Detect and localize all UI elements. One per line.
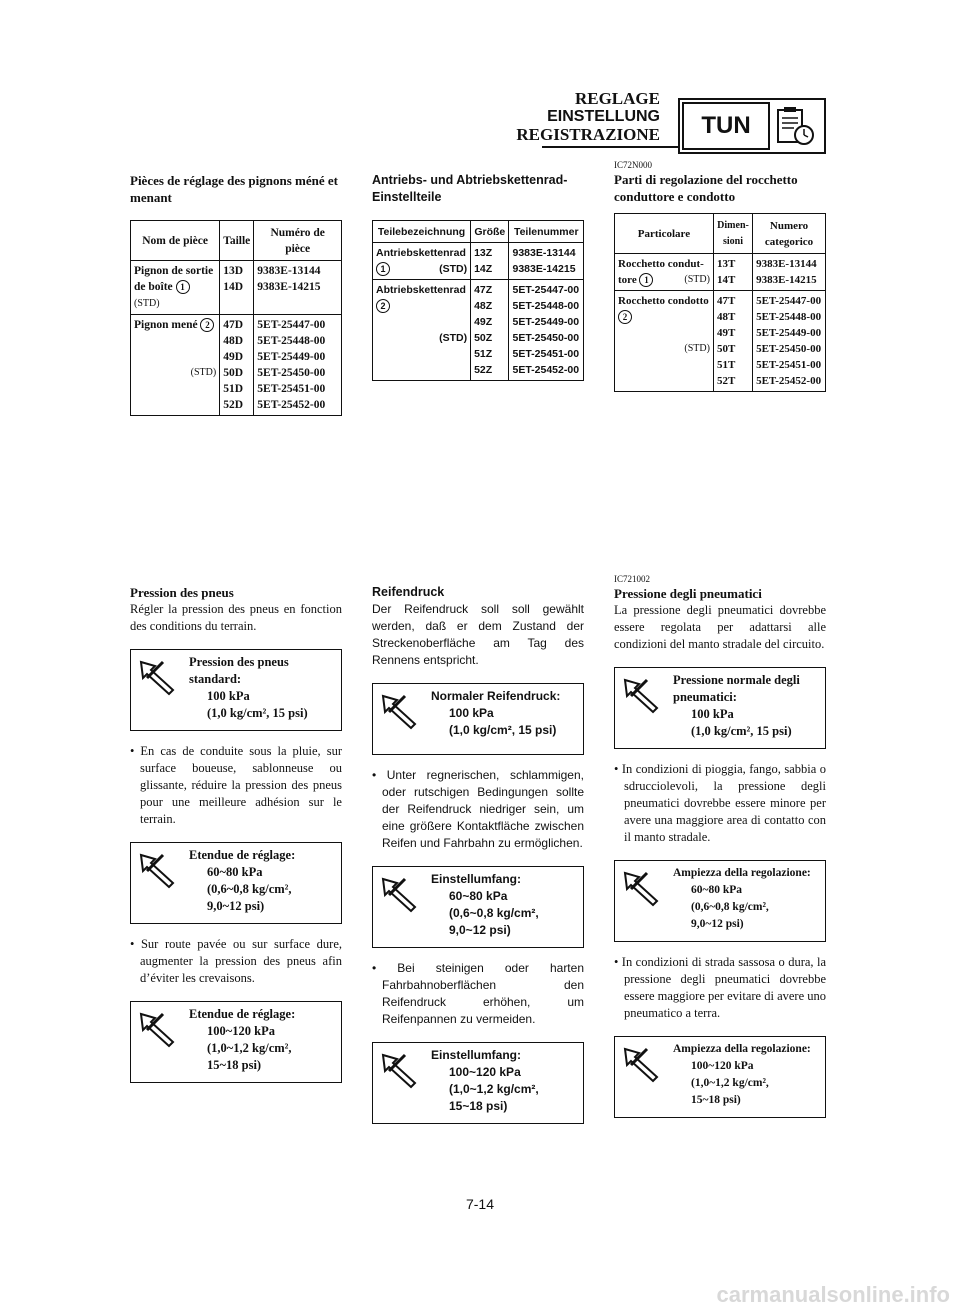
fr-sprocket-title: Pièces de réglage des pignons méné et me… <box>130 173 338 205</box>
circled-1: 1 <box>639 273 654 287</box>
de-sprocket-section: Antriebs- und Abtriebskettenrad-Einstell… <box>371 172 584 381</box>
it-spec-box-range-high: Ampiezza della regolazione:100~120 kPa (… <box>614 1036 826 1118</box>
it-tire-intro: La pressione degli pneumatici dovrebbe e… <box>614 603 826 651</box>
fr-tire-section: Pression des pneus Régler la pression de… <box>130 584 342 1083</box>
de-col-part: Teilenummer <box>508 220 584 243</box>
wrench-icon <box>139 660 175 696</box>
wrench-icon <box>381 1053 417 1089</box>
tun-badge: TUN <box>678 98 826 154</box>
it-bullet-hard: • In condizioni di strada sassosa o dura… <box>614 955 826 1020</box>
it-row1-name: Rocchetto condut-tore 1 (STD) <box>614 253 714 291</box>
circled-1: 1 <box>175 280 190 294</box>
fr-tire-title: Pression des pneus <box>130 585 234 600</box>
de-tire-title: Reifendruck <box>372 585 445 599</box>
header-it: REGISTRAZIONE <box>516 125 660 144</box>
circled-2: 2 <box>618 310 632 324</box>
fr-spec-box-range-low: Etendue de réglage:60~80 kPa (0,6~0,8 kg… <box>130 842 342 924</box>
footer-watermark: carmanualsonline.info <box>716 1282 951 1307</box>
header-fr: REGLAGE <box>574 89 660 108</box>
header-rule <box>542 146 678 148</box>
circled-2: 2 <box>376 299 390 313</box>
page-number: 7-14 <box>465 1196 495 1212</box>
it-spec-box-range-low: Ampiezza della regolazione:60~80 kPa (0,… <box>614 860 826 942</box>
de-bullet-rain: • Unter regnerischen, schlammigen, oder … <box>372 768 584 850</box>
it-tire-section: IC721002 Pressione degli pneumatici La p… <box>614 574 826 1118</box>
de-spec-box-range-high: Einstellumfang:100~120 kPa (1,0~1,2 kg/c… <box>372 1042 584 1124</box>
de-tire-intro: Der Reifendruck soll soll gewählt werden… <box>372 602 584 667</box>
de-sprocket-table: Teilebezeichnung Größe Teilenummer Antri… <box>371 220 584 381</box>
wrench-icon <box>623 871 659 907</box>
de-bullet-hard: • Bei steinigen oder harten Fahrbahnober… <box>372 961 584 1026</box>
fr-col-name: Nom de pièce <box>129 220 221 261</box>
it-sprocket-section: IC72N000 Parti di regolazione del rocche… <box>614 160 826 392</box>
fr-col-part: Numéro de pièce <box>253 220 342 261</box>
wrench-icon <box>139 853 175 889</box>
de-spec-box-range-low: Einstellumfang:60~80 kPa (0,6~0,8 kg/cm²… <box>372 866 584 948</box>
wrench-icon <box>623 1047 659 1083</box>
tun-label: TUN <box>682 102 770 150</box>
fr-spec-box-range-high: Etendue de réglage:100~120 kPa (1,0~1,2 … <box>130 1001 342 1083</box>
wrench-icon <box>381 694 417 730</box>
circled-1: 1 <box>376 262 390 276</box>
de-spec-box-standard: Normaler Reifendruck:100 kPa (1,0 kg/cm²… <box>372 683 584 755</box>
it-col-size: Dimen-sioni <box>712 213 754 254</box>
it-code-1: IC72N000 <box>614 160 652 170</box>
section-header: REGLAGE EINSTELLUNG REGISTRAZIONE <box>500 90 660 144</box>
it-tire-title: Pressione degli pneumatici <box>614 586 762 601</box>
it-code-2: IC721002 <box>614 574 650 584</box>
fr-sprocket-section: Pièces de réglage des pignons méné et me… <box>129 172 342 416</box>
fr-bullet-rain: • En cas de conduite sous la pluie, sur … <box>130 744 342 826</box>
checklist-stopwatch-icon <box>777 107 814 145</box>
de-col-size: Größe <box>470 220 510 243</box>
de-tire-section: Reifendruck Der Reifendruck soll soll ge… <box>372 584 584 1124</box>
it-bullet-rain: • In condizioni di pioggia, fango, sabbi… <box>614 762 826 844</box>
header-de: EINSTELLUNG <box>547 108 660 125</box>
wrench-icon <box>623 678 659 714</box>
wrench-icon <box>139 1012 175 1048</box>
circled-2: 2 <box>200 318 215 332</box>
fr-col-size: Taille <box>219 220 255 261</box>
fr-sprocket-table: Nom de pièce Taille Numéro de pièce Pign… <box>129 220 342 416</box>
de-sprocket-title: Antriebs- und Abtriebskettenrad-Einstell… <box>372 173 568 204</box>
wrench-icon <box>381 877 417 913</box>
it-sprocket-title: Parti di regolazione del rocchetto condu… <box>614 172 798 204</box>
it-col-name: Particolare <box>614 213 714 254</box>
fr-bullet-hard: • Sur route pavée ou sur surface dure, a… <box>130 937 342 985</box>
fr-row2-name: Pignon mené 2(STD) <box>129 314 221 416</box>
de-col-name: Teilebezeichnung <box>371 220 472 243</box>
fr-tire-intro: Régler la pression des pneus en fonction… <box>130 602 342 633</box>
